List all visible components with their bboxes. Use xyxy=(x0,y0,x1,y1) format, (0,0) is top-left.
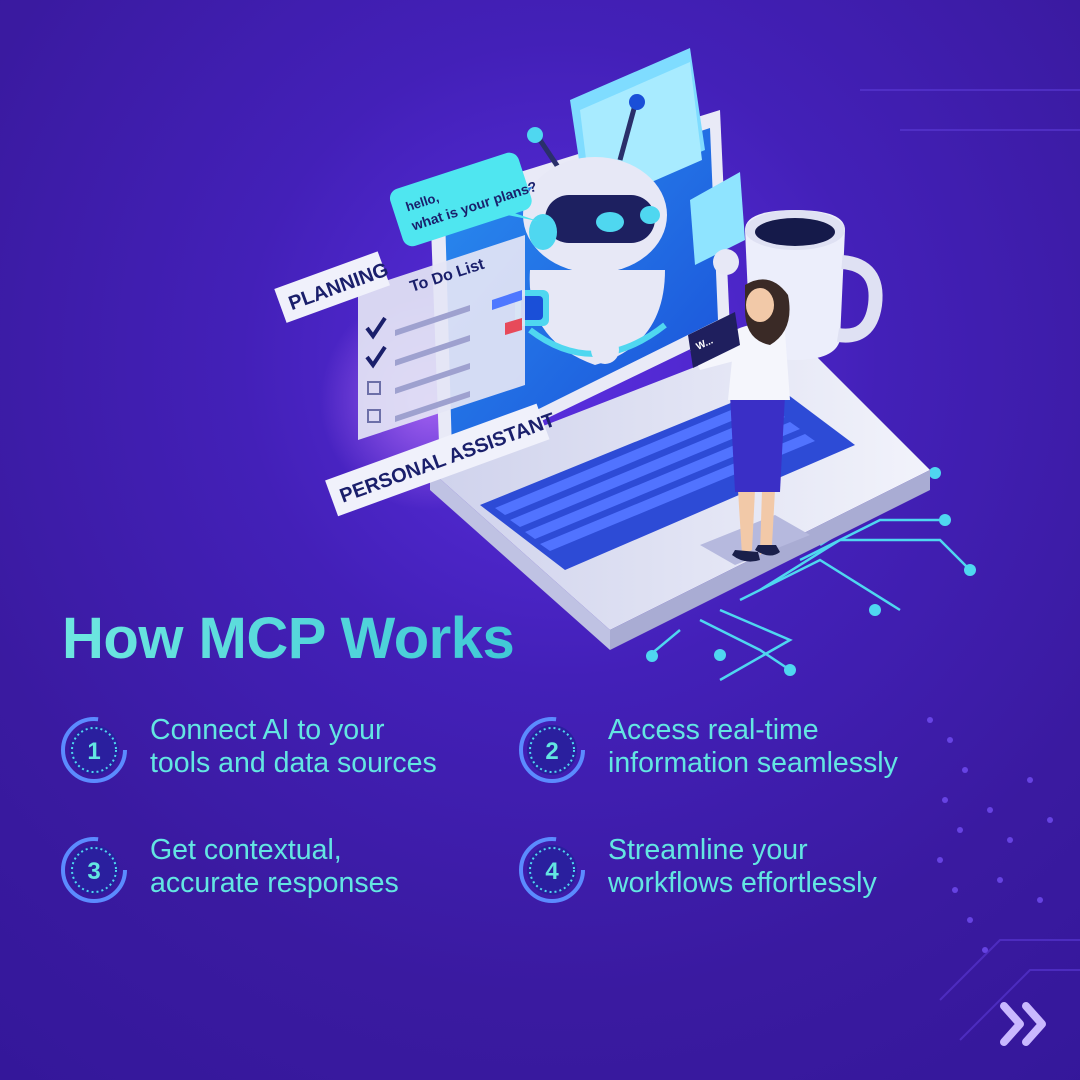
step-number-badge: 3 xyxy=(61,837,127,903)
step-line: accurate responses xyxy=(150,867,399,899)
step-text: Streamline your workflows effortlessly xyxy=(608,834,948,900)
step-item-4: 4 Streamline your workflows effortlessly xyxy=(518,834,948,904)
step-line: Get contextual, xyxy=(150,834,342,866)
double-chevron-right-icon[interactable] xyxy=(998,1000,1056,1048)
steps-list: 1 Connect AI to your tools and data sour… xyxy=(60,714,1000,914)
step-line: workflows effortlessly xyxy=(608,867,877,899)
step-number-badge: 2 xyxy=(519,717,585,783)
step-number: 1 xyxy=(87,738,100,765)
step-item-1: 1 Connect AI to your tools and data sour… xyxy=(60,714,490,784)
step-item-3: 3 Get contextual, accurate responses xyxy=(60,834,490,904)
circuit-dots-decoration xyxy=(927,717,1053,953)
step-item-2: 2 Access real-time information seamlessl… xyxy=(518,714,948,784)
step-number: 2 xyxy=(545,738,558,765)
step-text: Connect AI to your tools and data source… xyxy=(150,714,490,780)
page-title: How MCP Works xyxy=(62,606,515,671)
step-text: Get contextual, accurate responses xyxy=(150,834,490,900)
step-line: Connect AI to your xyxy=(150,714,385,746)
step-number-badge: 4 xyxy=(519,837,585,903)
step-text: Access real-time information seamlessly xyxy=(608,714,948,780)
woman-figure: W... xyxy=(688,279,790,562)
step-number-badge: 1 xyxy=(61,717,127,783)
step-line: information seamlessly xyxy=(608,747,898,779)
step-line: tools and data sources xyxy=(150,747,437,779)
step-line: Streamline your xyxy=(608,834,808,866)
step-number: 4 xyxy=(545,858,559,885)
step-number: 3 xyxy=(87,858,100,885)
step-line: Access real-time xyxy=(608,714,819,746)
todo-panel: To Do List xyxy=(358,235,525,440)
